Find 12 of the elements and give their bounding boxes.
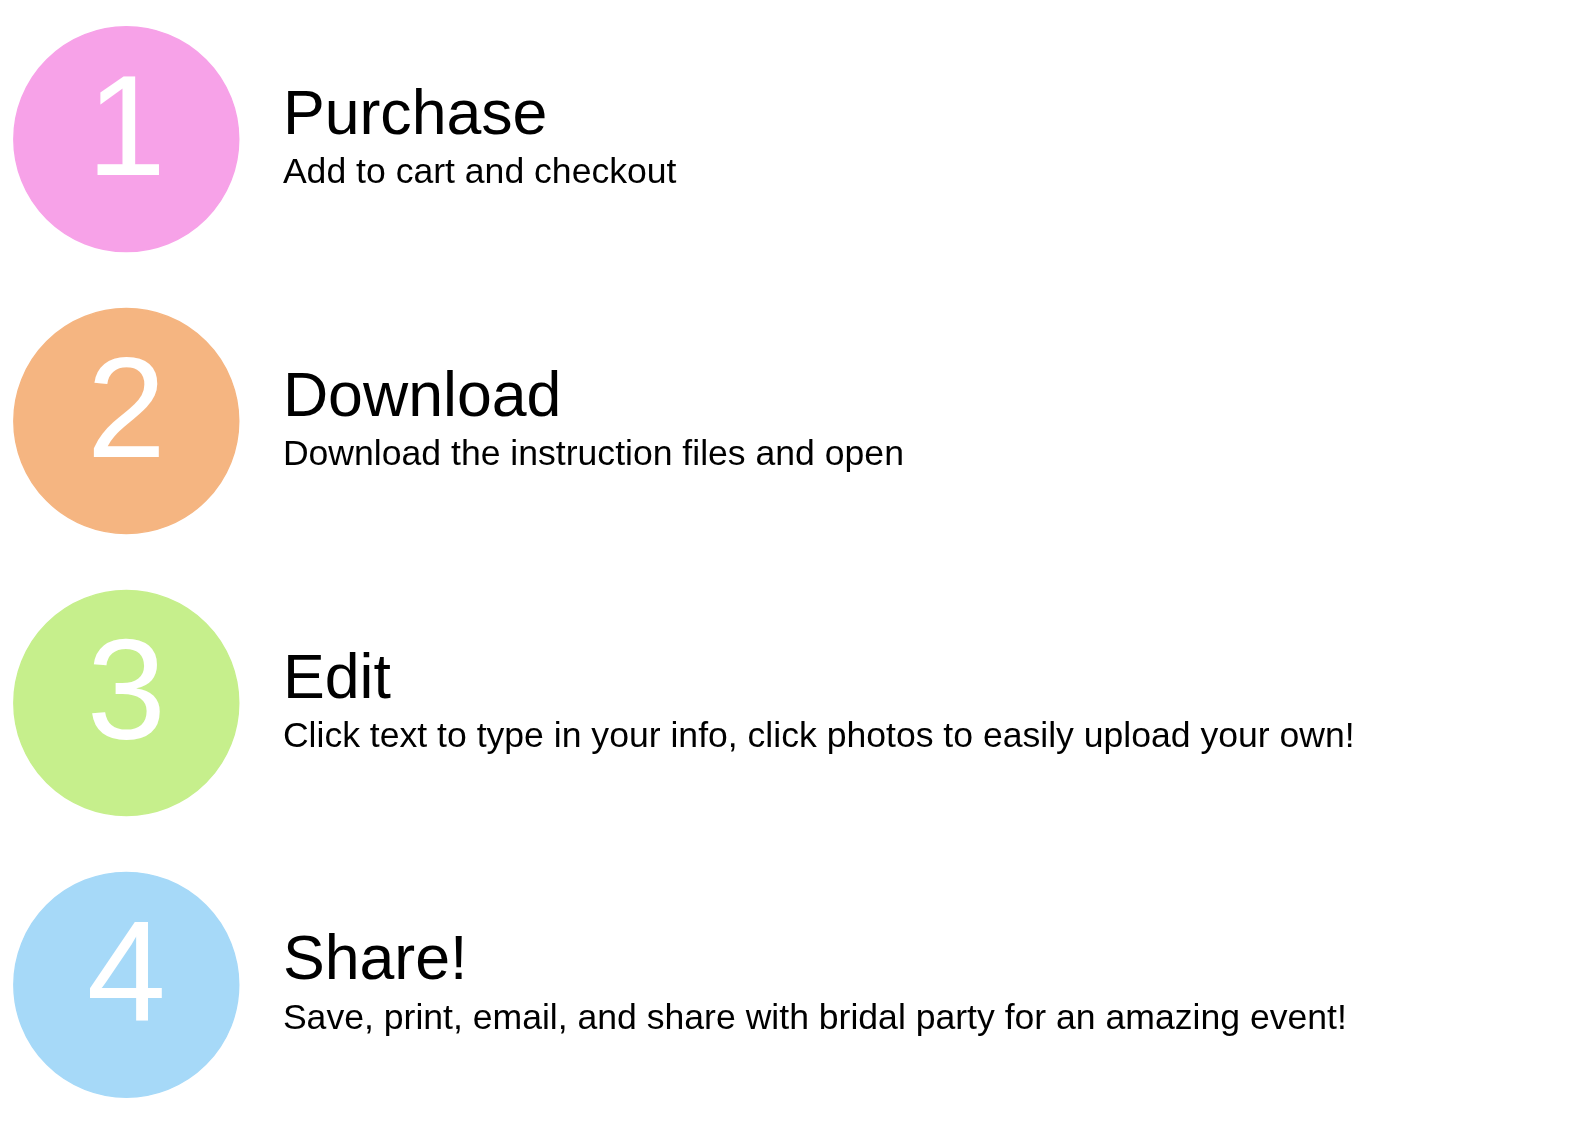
node-circle: 4 bbox=[13, 871, 240, 1098]
node-label: Edit bbox=[282, 640, 391, 711]
node-label: Download bbox=[282, 358, 562, 429]
node-label: Download the instruction files and open bbox=[282, 433, 904, 474]
node-label: Add to cart and checkout bbox=[282, 151, 677, 192]
node-label: Share! bbox=[282, 922, 468, 993]
node-circle: 2 bbox=[13, 307, 240, 535]
node-label: Purchase bbox=[282, 76, 548, 147]
node-circle: 3 bbox=[13, 589, 240, 817]
node-label: Click text to type in your info, click photos to easily upload your own! bbox=[282, 715, 1355, 756]
node-label: Save, print, email, and share with bridal party for an amazing event! bbox=[282, 996, 1347, 1037]
node-circle: 1 bbox=[13, 26, 240, 253]
